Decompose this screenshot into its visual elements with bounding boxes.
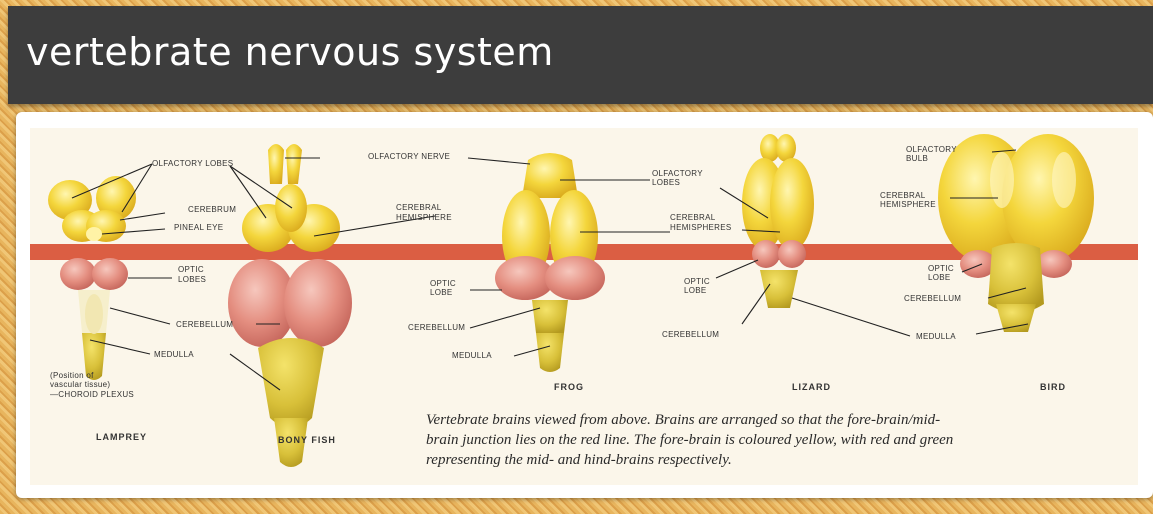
animal-lizard: LIZARD <box>792 382 831 392</box>
label-bird-olfactory-2: BULB <box>906 154 928 163</box>
label-bird-optic-1: OPTIC <box>928 264 954 273</box>
label-cerebrum: CEREBRUM <box>188 205 236 214</box>
label-optic-1: OPTIC <box>178 265 204 274</box>
label-frog-olfactory-2: LOBES <box>652 178 680 187</box>
label-position-2: vascular tissue) <box>50 380 110 389</box>
brain-diagram: OLFACTORY LOBES OLFACTORY NERVE CEREBRUM… <box>30 128 1138 485</box>
label-medulla: MEDULLA <box>154 350 194 359</box>
caption-line-2: brain junction lies on the red line. The… <box>426 432 953 448</box>
label-frog-olfactory-1: OLFACTORY <box>652 169 703 178</box>
caption-line-3: representing the mid- and hind-brains re… <box>426 452 732 468</box>
label-cerebellum: CEREBELLUM <box>176 320 233 329</box>
bird-brain <box>938 134 1094 332</box>
label-frog-medulla: MEDULLA <box>452 351 492 360</box>
animal-lamprey: LAMPREY <box>96 432 147 442</box>
page-header: vertebrate nervous system <box>8 6 1153 104</box>
label-lizard-medulla: MEDULLA <box>916 332 956 341</box>
label-choroid-plexus: —CHOROID PLEXUS <box>50 390 134 399</box>
label-fish-cerebral-1: CEREBRAL <box>396 203 442 212</box>
label-position-1: (Position of <box>50 371 94 380</box>
label-olfactory-lobes: OLFACTORY LOBES <box>152 159 233 168</box>
frog-brain <box>495 153 605 372</box>
label-optic-2: LOBES <box>178 275 206 284</box>
label-fish-cerebral-2: HEMISPHERE <box>396 213 452 222</box>
label-pineal-eye: PINEAL EYE <box>174 223 223 232</box>
brain-diagram-figure: OLFACTORY LOBES OLFACTORY NERVE CEREBRUM… <box>30 128 1138 485</box>
lizard-brain <box>742 134 814 308</box>
bony-fish-brain <box>228 144 352 467</box>
label-olfactory-nerve: OLFACTORY NERVE <box>368 152 450 161</box>
label-bird-cerebellum: CEREBELLUM <box>904 294 961 303</box>
animal-bird: BIRD <box>1040 382 1066 392</box>
label-bird-olfactory-1: OLFACTORY <box>906 145 957 154</box>
label-lizard-cerebellum: CEREBELLUM <box>662 330 719 339</box>
label-bird-optic-2: LOBE <box>928 273 951 282</box>
label-frog-cerebral-1: CEREBRAL <box>670 213 716 222</box>
page-title: vertebrate nervous system <box>26 30 554 74</box>
animal-bony-fish: BONY FISH <box>278 435 336 445</box>
label-frog-cerebral-2: HEMISPHERES <box>670 223 732 232</box>
label-frog-optic-1: OPTIC <box>430 279 456 288</box>
label-bird-cerebral-2: HEMISPHERE <box>880 200 936 209</box>
label-lizard-optic-2: LOBE <box>684 286 707 295</box>
label-bird-cerebral-1: CEREBRAL <box>880 191 926 200</box>
label-frog-cerebellum: CEREBELLUM <box>408 323 465 332</box>
lamprey-brain <box>48 176 136 380</box>
caption-line-1: Vertebrate brains viewed from above. Bra… <box>426 412 940 428</box>
label-lizard-optic-1: OPTIC <box>684 277 710 286</box>
label-frog-optic-2: LOBE <box>430 288 453 297</box>
animal-frog: FROG <box>554 382 584 392</box>
